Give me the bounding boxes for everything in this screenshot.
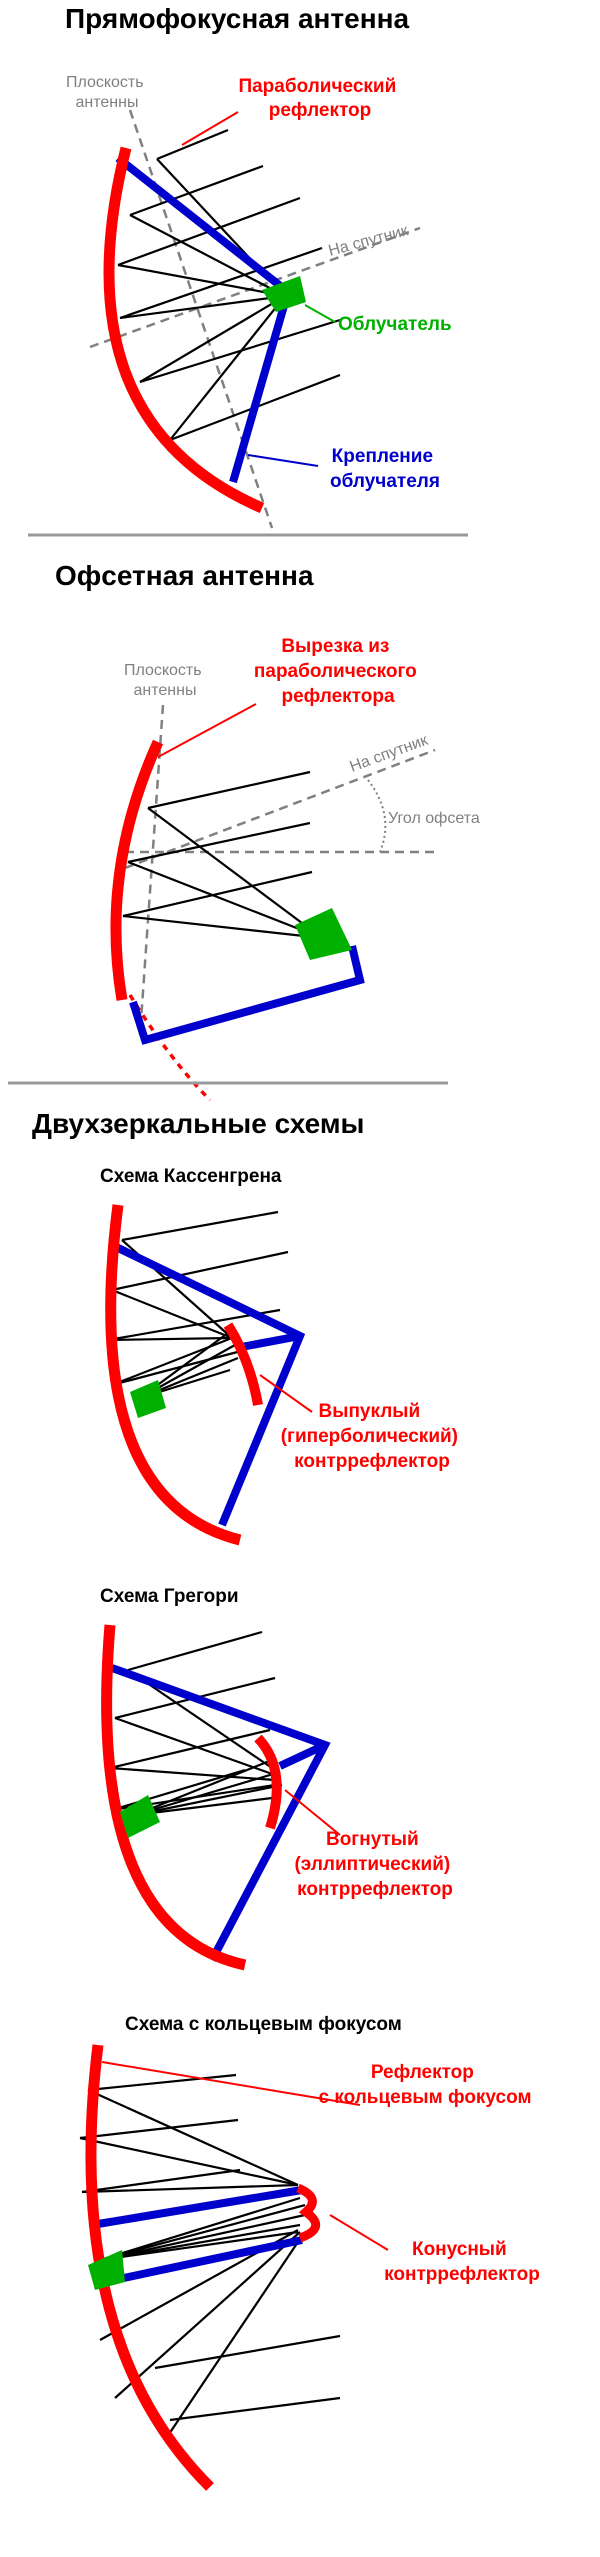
- cutout-reflector: [110, 739, 164, 1001]
- lower-support: [104, 2236, 303, 2286]
- subreflector-label: Вогнутый (эллиптический) контррефлектор: [294, 1829, 455, 1900]
- upper-support: [91, 2186, 303, 2229]
- antenna-plane-label: Плоскость антенны: [124, 662, 206, 699]
- main-reflector: [105, 1204, 242, 1546]
- satellite-direction-line: [89, 226, 421, 349]
- ring-focus-title: Схема с кольцевым фокусом: [125, 2014, 402, 2035]
- feed-mount-support: [115, 154, 293, 484]
- main-reflector: [101, 1624, 247, 1971]
- to-satellite-label: На спутник: [327, 222, 411, 260]
- gregorian-scheme: Схема Грегори Вогнутый (эллиптический) к…: [100, 1586, 455, 1971]
- cassegrain-title: Схема Кассенгрена: [100, 1166, 282, 1187]
- dual-reflector-title: Двухзеркальные схемы: [32, 1108, 364, 1139]
- cutout-label: Вырезка из параболического рефлектора: [254, 636, 422, 707]
- antenna-plane-label: Плоскость антенны: [66, 74, 148, 111]
- feed-horn: [120, 1795, 160, 1838]
- cassegrain-scheme: Схема Кассенгрена Выпуклый (гиперболичес…: [100, 1166, 464, 1546]
- parabolic-reflector: [103, 146, 265, 514]
- antenna-plane-line: [138, 704, 165, 1036]
- reflector-label: Параболический рефлектор: [238, 76, 401, 121]
- subreflector-strut: [235, 1332, 301, 1352]
- offset-angle-arc: [367, 779, 387, 853]
- cassegrain-rays: [107, 1210, 289, 1400]
- feed-mount-support: [129, 945, 365, 1045]
- cutout-leader: [157, 703, 257, 758]
- prime-focus-rays: [117, 128, 341, 442]
- feed-mount-label: Крепление облучателя: [330, 446, 440, 492]
- feed-label: Облучатель: [338, 314, 452, 335]
- to-satellite-label: На спутник: [348, 732, 431, 776]
- feed-horn: [295, 908, 352, 960]
- reflector-leader: [181, 111, 239, 146]
- antenna-plane-line: [128, 109, 274, 529]
- feed-leader: [304, 304, 336, 323]
- offset-section: Офсетная антенна Плоскость: [55, 560, 480, 1102]
- subreflector-leader: [259, 1374, 313, 1413]
- ring-focus-rays: [79, 2073, 341, 2441]
- feed-horn: [262, 276, 306, 312]
- ring-focus-reflector: [85, 2044, 214, 2491]
- subreflector-support: [110, 1241, 306, 1527]
- cone-subreflector-label: Конусный контррефлектор: [384, 2239, 540, 2285]
- gregorian-rays: [109, 1630, 283, 1817]
- offset-rays: [122, 770, 323, 940]
- feed-horn: [130, 1380, 166, 1418]
- subreflector-leader: [284, 1789, 341, 1836]
- cone-subreflector: [296, 2183, 320, 2243]
- feed-horn: [88, 2250, 125, 2290]
- ring-reflector-label: Рефлектор с кольцевым фокусом: [318, 2062, 531, 2108]
- concave-subreflector: [254, 1734, 282, 1830]
- prime-focus-section: Прямофокусная антенна: [65, 3, 452, 529]
- subreflector-strut: [278, 1741, 327, 1770]
- prime-focus-title: Прямофокусная антенна: [65, 3, 410, 34]
- offset-title: Офсетная антенна: [55, 560, 314, 591]
- subreflector-leader: [329, 2214, 389, 2251]
- offset-angle-label: Угол офсета: [388, 810, 480, 827]
- satellite-direction-line: [124, 748, 436, 870]
- ring-focus-scheme: Схема с кольцевым фокусом: [79, 2014, 540, 2491]
- subreflector-label: Выпуклый (гиперболический) контррефлекто…: [281, 1401, 464, 1472]
- feed-mount-leader: [247, 454, 319, 467]
- gregorian-title: Схема Грегори: [100, 1586, 239, 1607]
- convex-subreflector: [223, 1322, 263, 1406]
- reflector-leader: [101, 2061, 361, 2106]
